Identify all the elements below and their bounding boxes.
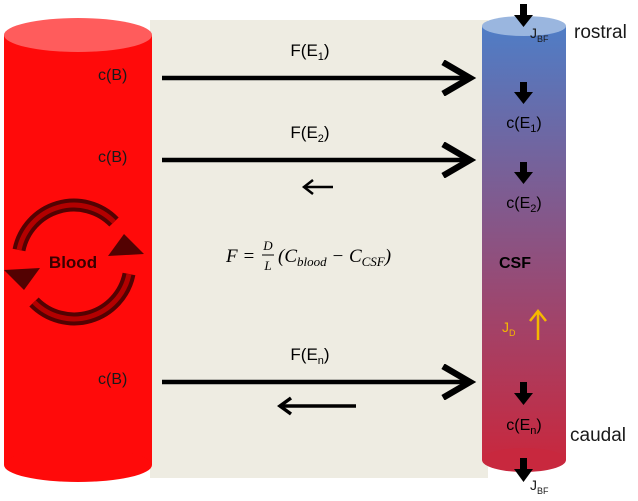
svg-text:F =: F = [225, 246, 255, 267]
compartment-label-3: c(En) [506, 417, 541, 437]
csf-flow-arrow-icon-3 [514, 382, 533, 405]
interface-band [150, 20, 488, 478]
blood-concentration-label-3: c(B) [98, 371, 127, 388]
csf-label: CSF [499, 255, 531, 272]
flux-equation: F = D L (Cblood − CCSF) [225, 238, 391, 273]
svg-text:L: L [263, 258, 271, 273]
svg-text:D: D [262, 238, 273, 253]
csf-flow-arrow-icon-2 [514, 162, 533, 184]
csf-flow-arrow-icon-1 [514, 82, 533, 104]
bulk-flow-out-arrow-icon [514, 458, 533, 482]
caudal-label: caudal [570, 425, 626, 446]
flux-label-1: F(E1) [290, 41, 329, 63]
blood-concentration-label-2: c(B) [98, 149, 127, 166]
rostral-label: rostral [574, 22, 627, 43]
flux-label-3: F(En) [290, 345, 329, 367]
circulation-icon [4, 198, 144, 326]
bulk-flow-in-arrow-icon [514, 4, 533, 27]
bulk-flow-in-label: JBF [530, 25, 549, 44]
svg-text:(Cblood − CCSF): (Cblood − CCSF) [278, 246, 391, 269]
blood-concentration-label-1: c(B) [98, 67, 127, 84]
blood-label: Blood [49, 253, 97, 272]
return-arrow-short-head-icon [301, 179, 314, 195]
bulk-flow-out-label: JBF [530, 477, 549, 496]
flux-label-2: F(E2) [290, 123, 329, 145]
compartment-label-2: c(E2) [506, 195, 541, 215]
diffusion-arrow-icon [529, 308, 547, 340]
diffusion-label: JD [502, 319, 516, 338]
compartment-label-1: c(E1) [506, 115, 541, 135]
return-arrow-long-head-icon [277, 396, 293, 416]
